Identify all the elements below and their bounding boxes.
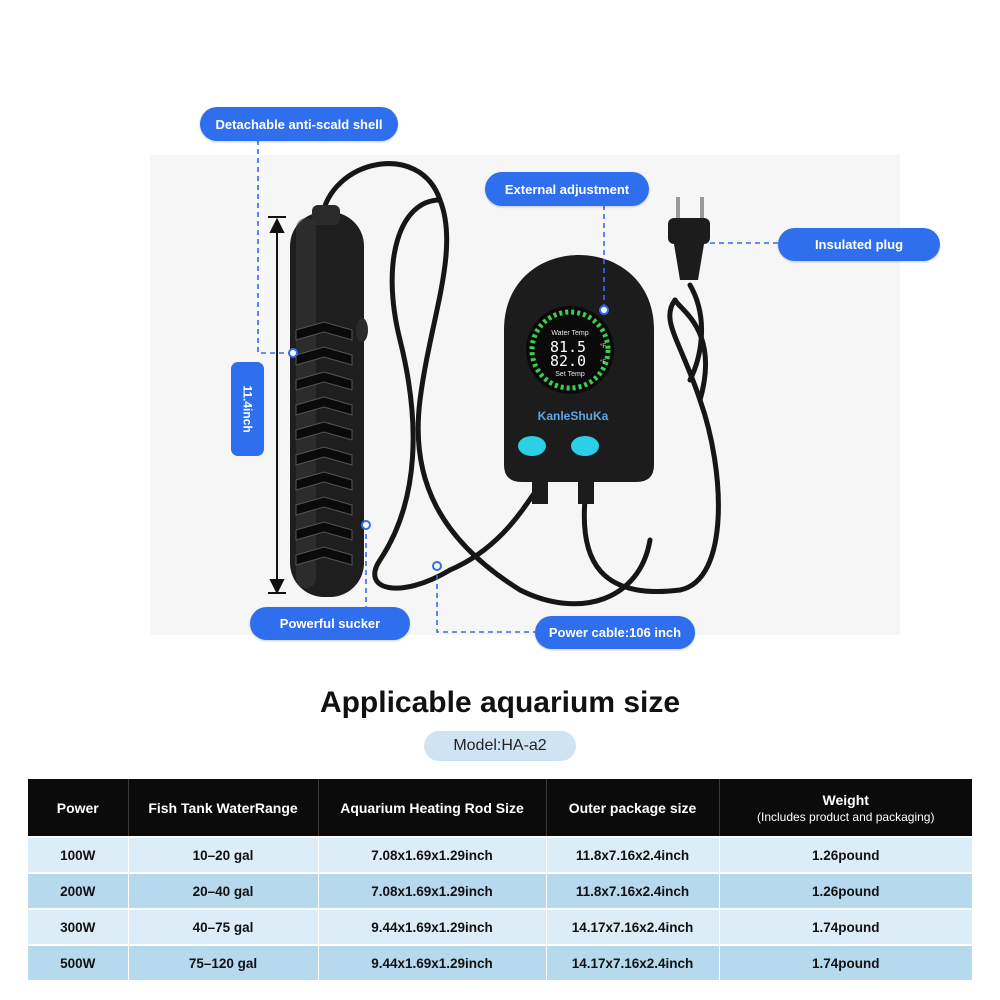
cell-package-size: 11.8x7.16x2.4inch <box>546 836 720 873</box>
cell-power: 200W <box>28 872 129 909</box>
cell-tank-range: 20–40 gal <box>128 872 319 909</box>
callout-insulated-plug: Insulated plug <box>778 228 940 261</box>
callout-power-cable: Power cable:106 inch <box>535 616 695 649</box>
cell-weight: 1.26pound <box>719 836 972 873</box>
model-badge: Model:HA-a2 <box>424 731 576 761</box>
table-row: 200W 20–40 gal 7.08x1.69x1.29inch 11.8x7… <box>28 872 972 909</box>
cell-package-size: 14.17x7.16x2.4inch <box>546 908 720 945</box>
header-weight: Weight(Includes product and packaging) <box>719 779 972 837</box>
spec-table: Power Fish Tank WaterRange Aquarium Heat… <box>28 779 972 980</box>
length-dimension-arrow <box>268 216 286 595</box>
table-header-row: Power Fish Tank WaterRange Aquarium Heat… <box>28 779 972 837</box>
length-label: 11.4inch <box>231 362 264 456</box>
controller-button-left <box>518 436 546 456</box>
cell-tank-range: 10–20 gal <box>128 836 319 873</box>
header-package-size: Outer package size <box>546 779 720 837</box>
cell-tank-range: 75–120 gal <box>128 944 319 980</box>
brand-logo-text: KanleShuKa <box>538 409 609 423</box>
header-power: Power <box>28 779 129 837</box>
controller: Water Temp 81.5 82.0 Set Temp °F °F Kanl… <box>504 255 654 504</box>
product-illustration: Water Temp 81.5 82.0 Set Temp °F °F Kanl… <box>257 140 778 633</box>
water-temp-value: 81.5 <box>550 338 586 356</box>
callout-external-adjustment: External adjustment <box>485 172 649 206</box>
set-temp-value: 82.0 <box>550 352 586 370</box>
set-temp-label: Set Temp <box>555 371 585 378</box>
cell-power: 300W <box>28 908 129 945</box>
cell-rod-size: 7.08x1.69x1.29inch <box>318 836 547 873</box>
temp-unit-upper: °F <box>600 344 606 350</box>
section-title: Applicable aquarium size <box>319 686 681 719</box>
cell-weight: 1.74pound <box>719 944 972 980</box>
cell-power: 100W <box>28 836 129 873</box>
cell-package-size: 11.8x7.16x2.4inch <box>546 872 720 909</box>
cell-rod-size: 9.44x1.69x1.29inch <box>318 944 547 980</box>
water-temp-label: Water Temp <box>551 330 588 337</box>
cell-rod-size: 9.44x1.69x1.29inch <box>318 908 547 945</box>
table-row: 300W 40–75 gal 9.44x1.69x1.29inch 14.17x… <box>28 908 972 945</box>
table-row: 500W 75–120 gal 9.44x1.69x1.29inch 14.17… <box>28 944 972 980</box>
heater-rod <box>290 205 368 597</box>
callout-powerful-sucker: Powerful sucker <box>250 607 410 640</box>
cell-package-size: 14.17x7.16x2.4inch <box>546 944 720 980</box>
header-rod-size: Aquarium Heating Rod Size <box>318 779 547 837</box>
cell-tank-range: 40–75 gal <box>128 908 319 945</box>
cell-power: 500W <box>28 944 129 980</box>
callout-detachable-shell: Detachable anti-scald shell <box>200 107 398 141</box>
cell-rod-size: 7.08x1.69x1.29inch <box>318 872 547 909</box>
cell-weight: 1.74pound <box>719 908 972 945</box>
controller-button-right <box>571 436 599 456</box>
table-row: 100W 10–20 gal 7.08x1.69x1.29inch 11.8x7… <box>28 836 972 873</box>
cell-weight: 1.26pound <box>719 872 972 909</box>
header-tank-range: Fish Tank WaterRange <box>128 779 319 837</box>
temp-unit-lower: °F <box>600 360 606 366</box>
power-cable <box>319 161 721 607</box>
plug <box>668 197 710 280</box>
